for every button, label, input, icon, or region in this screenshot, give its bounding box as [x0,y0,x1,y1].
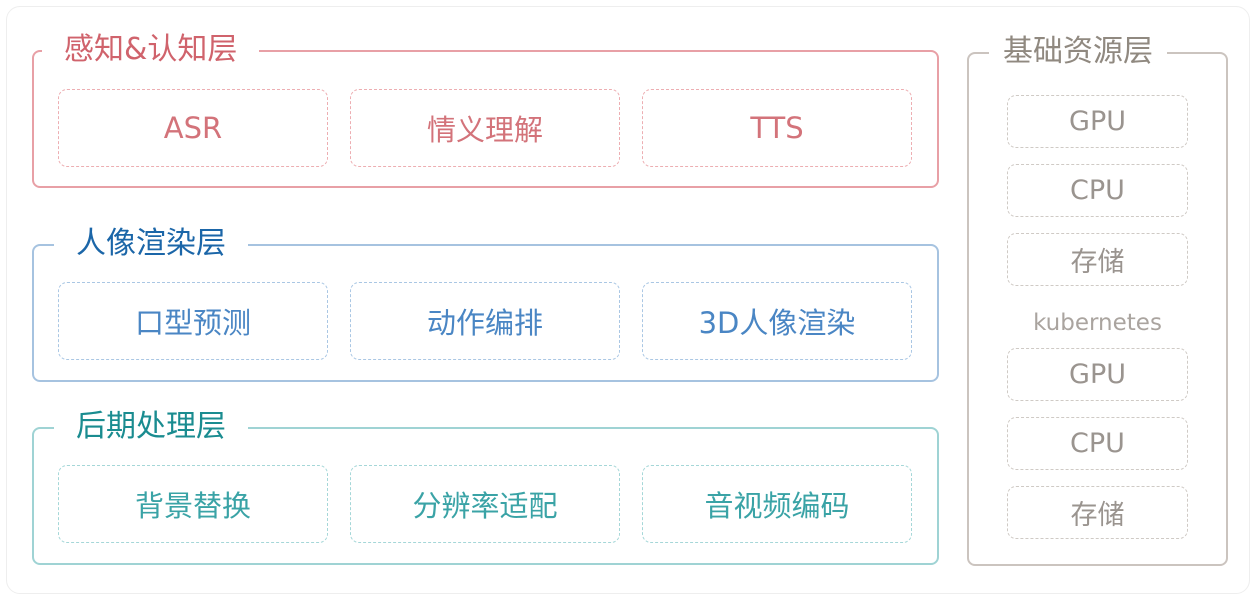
3d-portrait-rendering-box: 3D人像渲染 [642,282,912,360]
portrait-rendering-layer: 人像渲染层 口型预测 动作编排 3D人像渲染 [32,224,939,382]
av-encoding-box: 音视频编码 [642,465,912,543]
lip-prediction-box: 口型预测 [58,282,328,360]
background-replacement-box: 背景替换 [58,465,328,543]
infrastructure-resource-layer: 基础资源层 GPU CPU 存储 kubernetes GPU CPU 存储 [967,30,1228,566]
intent-understanding-box: 情义理解 [350,89,620,167]
perception-cognition-layer: 感知&认知层 ASR 情义理解 TTS [32,30,939,188]
kubernetes-label: kubernetes [1033,310,1162,336]
layer-title: 感知&认知层 [42,30,260,70]
gpu-box: GPU [1007,95,1188,148]
asr-box: ASR [58,89,328,167]
post-processing-layer: 后期处理层 背景替换 分辨率适配 音视频编码 [32,407,939,565]
cpu-box: CPU [1007,164,1188,217]
storage-box: 存储 [1007,486,1188,539]
storage-box: 存储 [1007,233,1188,286]
gpu-box: GPU [1007,348,1188,401]
layer-title: 后期处理层 [54,407,248,447]
motion-choreography-box: 动作编排 [350,282,620,360]
resolution-adaptation-box: 分辨率适配 [350,465,620,543]
layer-title: 基础资源层 [989,30,1167,74]
layer-title: 人像渲染层 [54,224,248,264]
cpu-box: CPU [1007,417,1188,470]
architecture-diagram [6,6,1250,594]
tts-box: TTS [642,89,912,167]
